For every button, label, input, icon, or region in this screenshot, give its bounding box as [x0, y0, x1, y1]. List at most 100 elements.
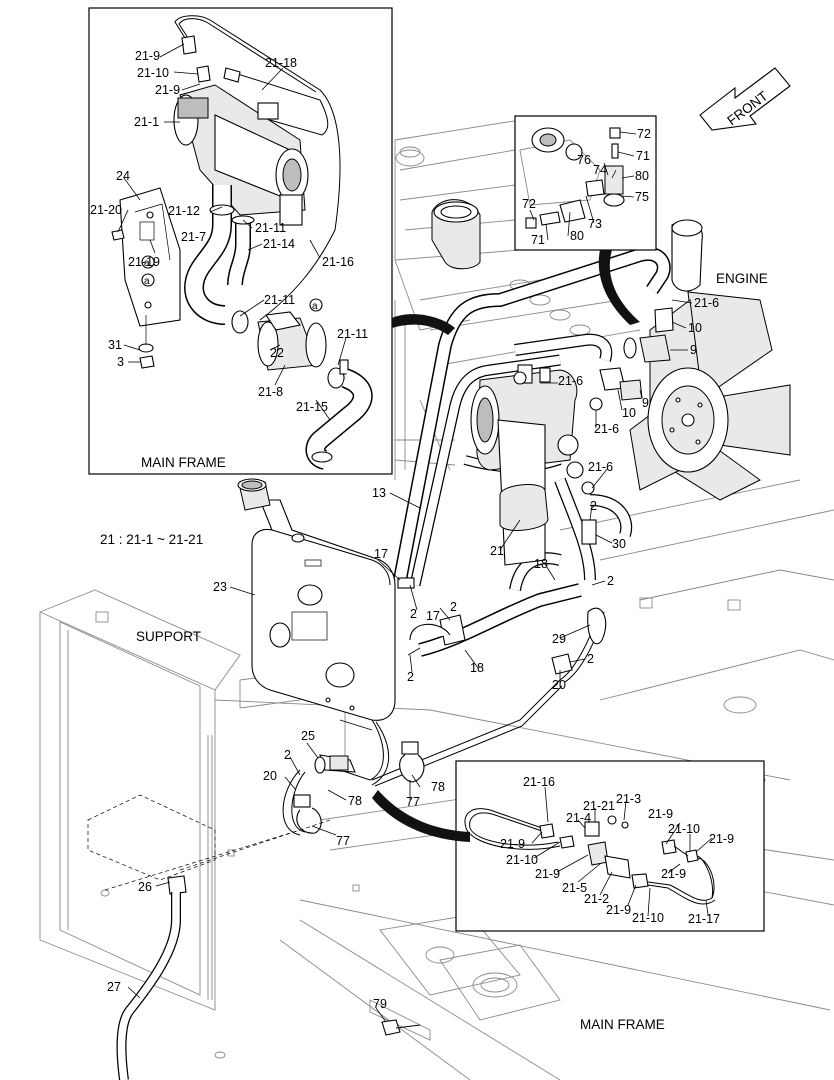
callout: 21-18 [265, 56, 297, 70]
fitting-inset-pointer [598, 250, 640, 325]
callout: 21-15 [296, 400, 328, 414]
callout: 21-3 [616, 792, 641, 806]
callout: 74 [593, 163, 607, 177]
hose-assembly-inset [455, 760, 765, 932]
callout: 21-1 [134, 115, 159, 129]
callout: 71 [531, 233, 545, 247]
callout: 21-5 [562, 881, 587, 895]
fitting-detail-inset [514, 115, 657, 251]
heater-inset-title: MAIN FRAME [141, 455, 226, 470]
callout: 21-9 [535, 867, 560, 881]
callout: 2 [284, 748, 291, 762]
callout: 21-11 [264, 293, 295, 307]
callout: 21-9 [606, 903, 631, 917]
callout: 2 [410, 607, 417, 621]
callout: 22 [270, 346, 284, 360]
callout: 21-9 [661, 867, 686, 881]
callout: 2 [407, 670, 414, 684]
callout: 21-16 [523, 775, 555, 789]
circle-mark: a [312, 301, 318, 312]
callout: 21-19 [128, 255, 160, 269]
leader-lines [117, 43, 713, 1023]
callout: 21-6 [694, 296, 719, 310]
callout: 17 [426, 609, 440, 623]
engine-assembly [394, 119, 791, 501]
callout: 21-9 [500, 837, 525, 851]
callout: 2 [450, 600, 457, 614]
callout: 17 [374, 547, 388, 561]
circle-mark: a [144, 258, 150, 269]
callout: 21-17 [688, 912, 720, 926]
callout: 23 [213, 580, 227, 594]
callout: 75 [635, 190, 649, 204]
callout: 21-9 [135, 49, 160, 63]
callout: 21-21 [583, 799, 615, 813]
callout: 20 [552, 678, 566, 692]
callout: 26 [138, 880, 152, 894]
callout: 13 [372, 486, 386, 500]
callout: 24 [116, 169, 130, 183]
callout: 25 [301, 729, 315, 743]
callout: 21-4 [566, 811, 591, 825]
callout: 21-10 [668, 822, 700, 836]
callout: 21-7 [181, 230, 206, 244]
fuel-tank-23 [237, 478, 396, 731]
heater-detail-inset [88, 7, 393, 475]
callout: 21-6 [558, 374, 583, 388]
callout: 21-14 [263, 237, 295, 251]
callout: 21-10 [506, 853, 538, 867]
callout: 18 [470, 661, 484, 675]
callout: 21-10 [137, 66, 169, 80]
callout: 21-8 [258, 385, 283, 399]
callout: 76 [577, 153, 591, 167]
callout: 20 [263, 769, 277, 783]
callout: 9 [642, 396, 649, 410]
callout: 21-11 [255, 221, 286, 235]
callout: 21-16 [322, 255, 354, 269]
callout: 21 [490, 544, 504, 558]
callout: 79 [373, 997, 387, 1011]
heater-inset-pointer [392, 314, 455, 335]
callout: 78 [348, 794, 362, 808]
callout: 2 [607, 574, 614, 588]
callout: 10 [688, 321, 702, 335]
callout: 21-9 [709, 832, 734, 846]
callout: 21-10 [632, 911, 664, 925]
callout: 10 [622, 406, 636, 420]
main-frame-label: MAIN FRAME [580, 1017, 665, 1032]
callout: 3 [117, 355, 124, 369]
callout: 73 [588, 217, 602, 231]
callout: 18 [534, 557, 548, 571]
callout: 29 [552, 632, 566, 646]
callout: 80 [570, 229, 584, 243]
callout-numbers: 21-9 21-10 21-9 21-1 21-18 24 21-20 21-1… [90, 49, 734, 1011]
callout: 77 [406, 795, 420, 809]
callout: 27 [107, 980, 121, 994]
fuel-lines [87, 307, 674, 1080]
heater-unit-21 [470, 364, 584, 566]
hose-inset-pointer [372, 790, 470, 842]
front-arrow-icon [699, 67, 791, 131]
callout: 31 [108, 338, 122, 352]
callout: 9 [690, 343, 697, 357]
callout: 71 [636, 149, 650, 163]
group-note: 21 : 21-1 ~ 21-21 [100, 532, 203, 547]
callout: 21-6 [588, 460, 613, 474]
callout: 2 [590, 499, 597, 513]
callout: 21-2 [584, 892, 609, 906]
callout: 72 [637, 127, 651, 141]
callout: 78 [431, 780, 445, 794]
callout: 21-11 [337, 327, 368, 341]
callout: 21-20 [90, 203, 122, 217]
circle-mark: a [144, 276, 150, 287]
callout: 21-12 [168, 204, 200, 218]
callout: 21-9 [155, 83, 180, 97]
hose-inset-frame [455, 760, 765, 932]
engine-fan [629, 291, 791, 501]
support-label: SUPPORT [136, 629, 201, 644]
callout: 80 [635, 169, 649, 183]
callout: 72 [522, 197, 536, 211]
callout: 77 [336, 834, 350, 848]
callout: 21-9 [648, 807, 673, 821]
